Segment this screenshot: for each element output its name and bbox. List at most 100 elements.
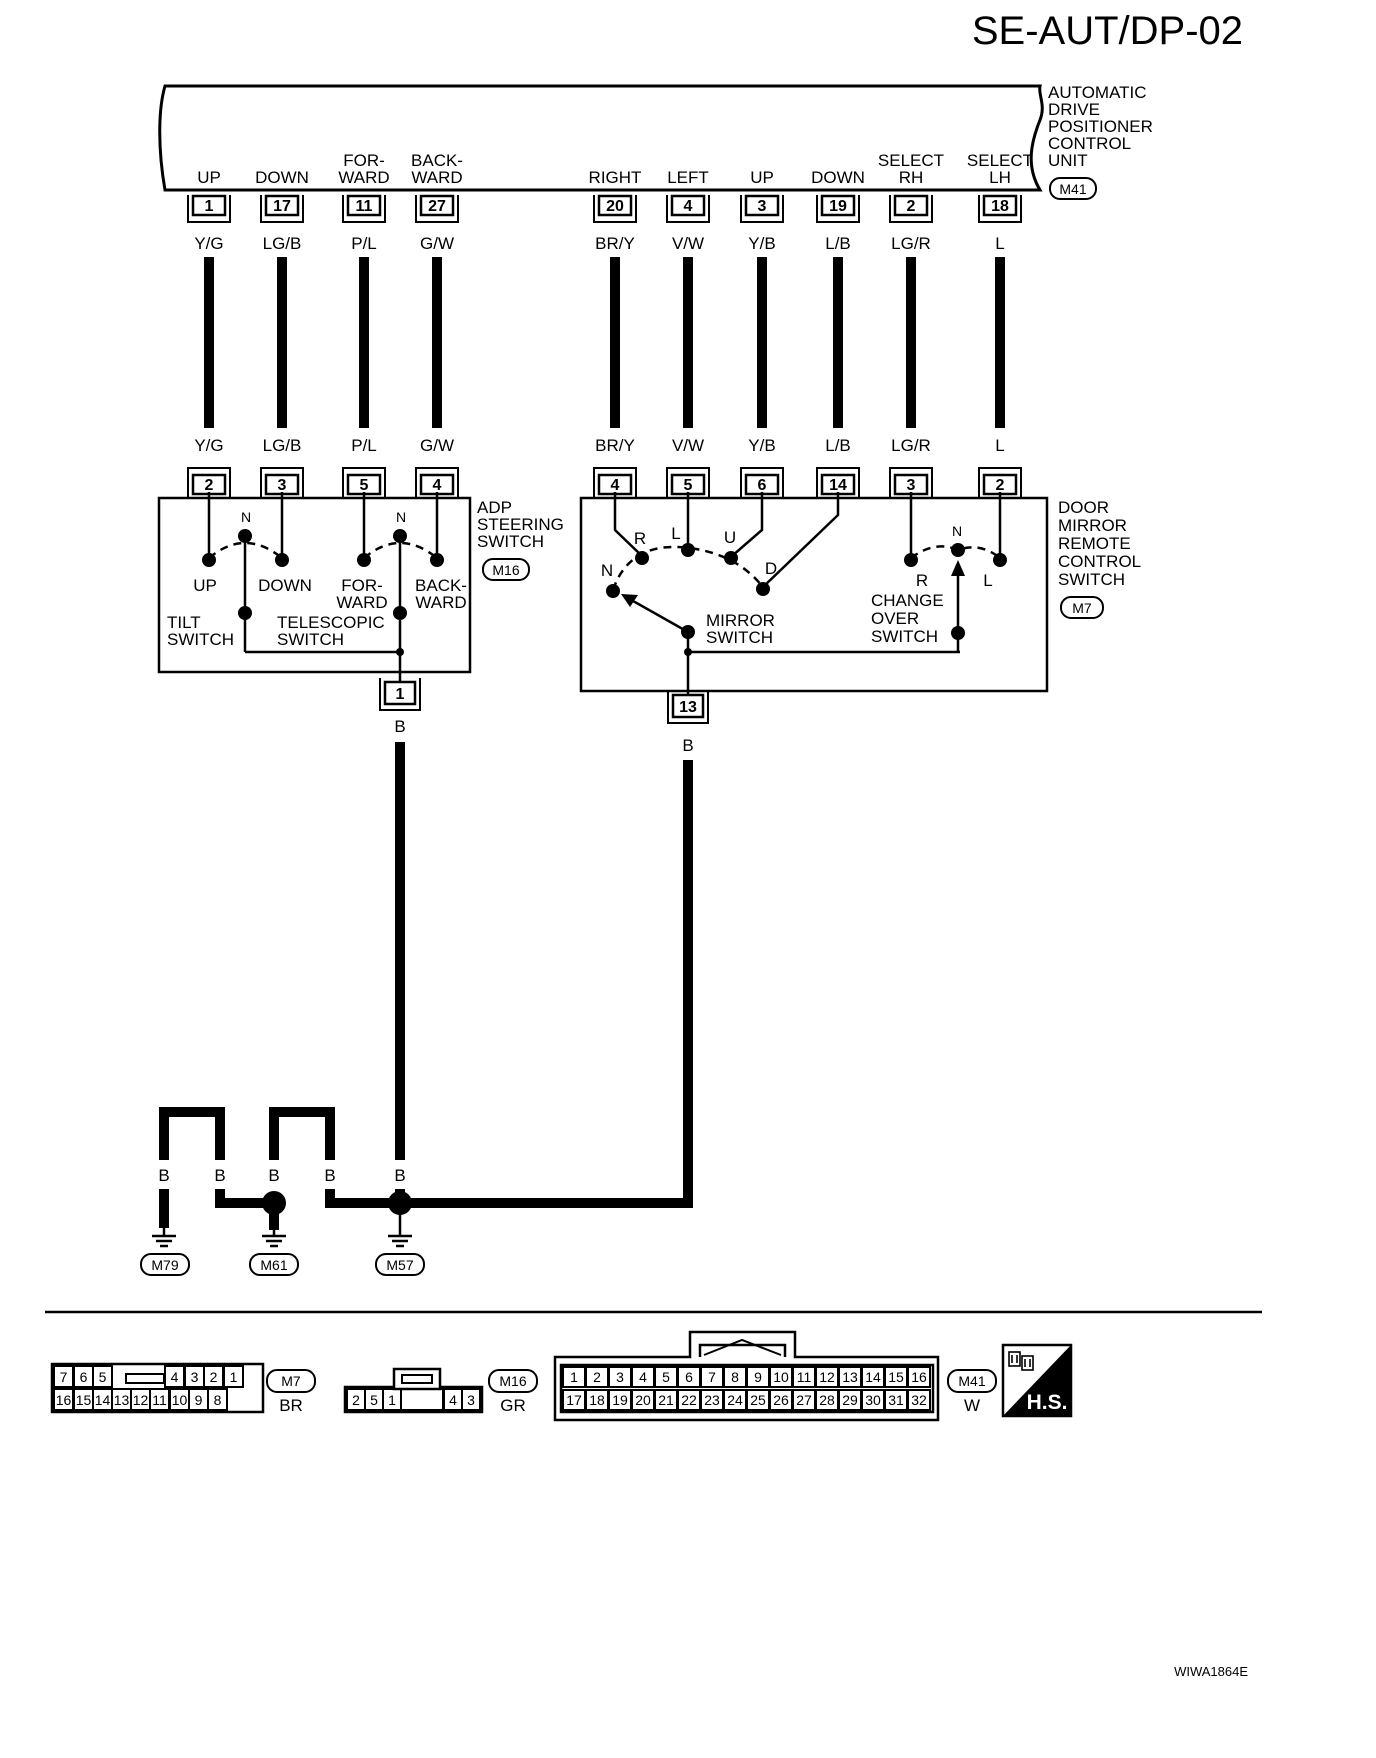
- door-mirror-switch-name-line: CONTROL: [1058, 552, 1141, 571]
- hs-label: H.S.: [1027, 1391, 1068, 1414]
- connector-badge-m41: M41: [1049, 177, 1097, 200]
- mirror-ground-pin-number: 13: [679, 699, 697, 716]
- tilt-switch-label: TILT: [167, 613, 201, 632]
- connector-cell: 12: [819, 1369, 835, 1385]
- connector-cell: 5: [662, 1369, 670, 1385]
- wire-color: L/B: [825, 234, 851, 253]
- connector-cell: 13: [842, 1369, 858, 1385]
- connector-badge-m16: M16: [482, 558, 530, 581]
- adp-ground-pin: 1: [379, 678, 421, 711]
- terminal-label: WARD: [411, 168, 462, 187]
- changeover-switch-arrow: [951, 560, 965, 576]
- connector-badge-m7: M7: [1060, 596, 1104, 619]
- image-code: WIWA1864E: [1174, 1664, 1248, 1679]
- adp-backward-label: BACK-: [415, 576, 467, 595]
- connector-badge-label: M16: [499, 1373, 526, 1389]
- connector-cell: 5: [99, 1369, 107, 1385]
- connector-cell: 14: [865, 1369, 881, 1385]
- connector-cell: 8: [214, 1392, 222, 1408]
- adp-neutral-label: N: [241, 509, 251, 525]
- connector-cell: 2: [593, 1369, 601, 1385]
- connector-cell: 4: [639, 1369, 647, 1385]
- terminal-pin-number: 19: [829, 198, 847, 215]
- connector-cell: 21: [658, 1392, 674, 1408]
- connector-cell: 22: [681, 1392, 697, 1408]
- connector-cell: 8: [731, 1369, 739, 1385]
- connector-cell: 4: [171, 1369, 179, 1385]
- connector-cell: 6: [80, 1369, 88, 1385]
- wire-color: L: [995, 234, 1004, 253]
- connector-badge-m16-view: M16: [488, 1369, 538, 1393]
- switch-pin-number: 5: [684, 477, 693, 494]
- hs-icon: H.S.: [1001, 1343, 1073, 1418]
- adp-switch-internals: [207, 492, 439, 695]
- door-mirror-switch-name-line: MIRROR: [1058, 516, 1127, 535]
- connector-cell: 10: [773, 1369, 789, 1385]
- terminal-pin-number: 2: [907, 198, 916, 215]
- mirror-switch-arrow: [621, 594, 638, 607]
- mirror-n-label: N: [601, 561, 613, 580]
- terminal-pin-number: 17: [273, 198, 291, 215]
- control-unit-name-line: UNIT: [1048, 151, 1088, 170]
- switch-pin-number: 3: [907, 477, 916, 494]
- mirror-d-label: D: [765, 559, 777, 578]
- wire-color: V/W: [672, 436, 704, 455]
- connector-cell: 9: [754, 1369, 762, 1385]
- wire-color: L/B: [825, 436, 851, 455]
- m16-connector-key-inner: [401, 1374, 433, 1384]
- connector-cell: 11: [152, 1392, 167, 1408]
- connector-cell: 12: [133, 1392, 149, 1408]
- connector-cell: 3: [191, 1369, 199, 1385]
- connector-cell: 23: [704, 1392, 720, 1408]
- ground-wire-color: B: [214, 1166, 225, 1185]
- changeover-switch-label: OVER: [871, 609, 919, 628]
- ground-badge-label: M61: [260, 1257, 287, 1273]
- connector-cell: 1: [388, 1392, 396, 1408]
- terminal-label: SELECT: [967, 151, 1033, 170]
- changeover-switch-label: CHANGE: [871, 591, 944, 610]
- wire-color: L: [995, 436, 1004, 455]
- ground-junction-dots: [262, 1191, 412, 1215]
- adp-down-label: DOWN: [258, 576, 312, 595]
- connector-cell: 2: [352, 1392, 360, 1408]
- connector-cell: 28: [819, 1392, 835, 1408]
- telescopic-switch-label: SWITCH: [277, 630, 344, 649]
- connector-cell: 24: [727, 1392, 743, 1408]
- switch-pin-number: 2: [205, 477, 214, 494]
- door-mirror-switch-name-line: DOOR: [1058, 498, 1109, 517]
- connector-cell: 11: [797, 1369, 812, 1385]
- tilt-switch-label: SWITCH: [167, 630, 234, 649]
- adp-switch-name-line: SWITCH: [477, 532, 544, 551]
- connector-badge-label: M7: [1072, 600, 1092, 616]
- switch-pin-number: 4: [433, 477, 442, 494]
- connector-cell: 31: [888, 1392, 904, 1408]
- terminal-label: LEFT: [667, 168, 709, 187]
- ground-badge-m61: M61: [249, 1253, 299, 1276]
- mirror-r-label: R: [634, 529, 646, 548]
- connector-badge-label: M16: [492, 562, 519, 578]
- adp-ground-pin-number: 1: [396, 686, 405, 703]
- connector-cell: 9: [195, 1392, 203, 1408]
- control-unit-name-line: AUTOMATIC: [1048, 83, 1147, 102]
- connector-cell: 3: [467, 1392, 475, 1408]
- m7-connector-color: BR: [279, 1396, 303, 1415]
- wire-color: LG/B: [263, 234, 302, 253]
- connector-cell: 32: [911, 1392, 927, 1408]
- changeover-switch-label: SWITCH: [871, 627, 938, 646]
- mirror-switch-label: MIRROR: [706, 611, 775, 630]
- wire-color: G/W: [420, 436, 454, 455]
- terminal-label: WARD: [338, 168, 389, 187]
- terminal-label: FOR-: [343, 151, 385, 170]
- terminal-label: UP: [750, 168, 774, 187]
- door-mirror-switch-name-line: SWITCH: [1058, 570, 1125, 589]
- connector-badge-label: M7: [281, 1373, 301, 1389]
- connector-cell: 3: [616, 1369, 624, 1385]
